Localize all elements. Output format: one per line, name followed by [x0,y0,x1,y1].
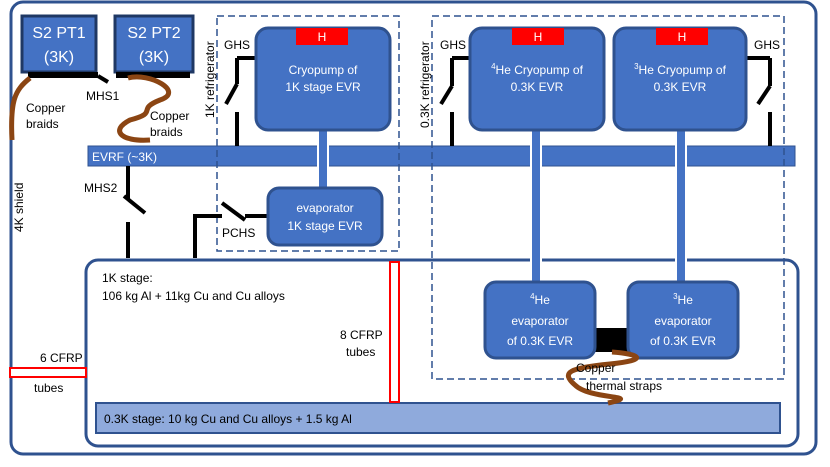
copper-straps-line1: Copper [576,361,615,375]
mhs2-label: MHS2 [84,181,118,195]
evaporator-4he-line3: of 0.3K EVR [507,334,573,348]
cryopump-3he: H 3He Cryopump of 0.3K EVR [612,26,748,132]
cfrp-6-tube [9,367,87,378]
pulse-tube-2-temp: (3K) [139,49,169,66]
ghs-1k-switch [224,56,256,146]
tube-3he-pump-evaporator [675,128,687,285]
refrigerator-03k-label: 0.3K refrigerator [418,41,432,128]
pt1-coldplate [28,72,98,78]
cryopump-1k-line2: 1K stage EVR [285,80,361,94]
heater-1k-label: H [318,30,327,44]
evaporator-3he-line2: evaporator [654,314,711,328]
cfrp-8-line1: 8 CFRP [340,328,383,342]
evaporator-3he-line3: of 0.3K EVR [650,334,716,348]
refrigerator-1k-label: 1K refrigerator [203,41,217,118]
cfrp-8-line2: tubes [346,345,375,359]
shield-4k-frame [9,0,818,456]
copper-braids-1-line2: braids [26,117,59,131]
copper-braids-1-line1: Copper [26,101,65,115]
heater-4he [512,28,564,45]
pulse-tube-1-name: S2 PT1 [32,25,85,42]
ghs-03k-left-switch [439,56,470,146]
pt2-coldplate [116,72,190,78]
heater-1k [296,28,348,45]
pulse-tube-1-temp: (3K) [44,49,74,66]
evrf-label: EVRF (~3K) [92,150,157,164]
mhs1-label: MHS1 [86,89,120,103]
evaporator-3he-line1: 3He [673,292,693,307]
evaporator-3he: 3He evaporator of 0.3K EVR [626,280,740,360]
cfrp-6-line1: 6 CFRP [40,351,83,365]
copper-braid-1 [9,76,32,141]
ghs-03k-right-label: GHS [754,38,780,52]
evaporator-4he-line1: 4He [530,292,550,307]
stage-1k-label-line2: 106 kg Al + 11kg Cu and Cu alloys [102,289,285,303]
evrf-plate [87,145,796,167]
pulse-tube-1: S2 PT1 (3K) [20,14,98,74]
stage-1k-frame [84,258,800,448]
stage-03k-label: 0.3K stage: 10 kg Cu and Cu alloys + 1.5… [104,412,352,426]
copper-braids-2-line1: Copper [150,109,189,123]
pchs-switch [193,201,268,258]
heater-4he-label: H [534,30,543,44]
shield-4k-label: 4K shield [12,183,26,232]
cryopump-4he-line1: 4He Cryopump of [491,62,583,77]
mhs1-switch [96,74,110,84]
copper-straps-line2: thermal straps [586,379,662,393]
cryopump-3he-line2: 0.3K EVR [654,80,707,94]
refrigerator-03k-box [431,15,785,380]
cryopump-4he: H 4He Cryopump of 0.3K EVR [468,26,606,132]
cryopump-3he-line1: 3He Cryopump of [634,62,726,77]
tube-1k-pump-evaporator [317,128,329,190]
cryopump-4he-line2: 0.3K EVR [511,80,564,94]
cryopump-1k: H Cryopump of 1K stage EVR [254,26,392,132]
cfrp-8-tube [389,261,400,403]
evaporator-1k-line2: 1K stage EVR [287,219,363,233]
ghs-03k-right-switch [746,56,772,146]
copper-thermal-straps [566,349,640,406]
pulse-tube-2: S2 PT2 (3K) [113,14,195,74]
copper-braid-2 [117,74,171,143]
thermal-link-block [590,328,630,352]
mhs2-switch [122,166,147,258]
heater-3he [656,28,708,45]
tube-4he-pump-evaporator [530,128,542,285]
ghs-03k-left-label: GHS [440,38,466,52]
heater-3he-label: H [678,30,687,44]
evaporator-1k-line1: evaporator [296,201,353,215]
cryopump-1k-line1: Cryopump of [289,63,358,77]
evaporator-4he-line2: evaporator [511,314,568,328]
copper-braids-2-line2: braids [150,125,183,139]
evaporator-4he: 4He evaporator of 0.3K EVR [483,280,597,360]
refrigerator-1k-box [216,15,400,252]
pchs-label: PCHS [222,226,255,240]
ghs-1k-label: GHS [224,38,250,52]
evaporator-1k: evaporator 1K stage EVR [266,186,384,247]
stage-03k-plate [95,402,781,434]
stage-1k-label-line1: 1K stage: [102,271,153,285]
pulse-tube-2-name: S2 PT2 [127,25,180,42]
cfrp-6-line2: tubes [34,381,63,395]
